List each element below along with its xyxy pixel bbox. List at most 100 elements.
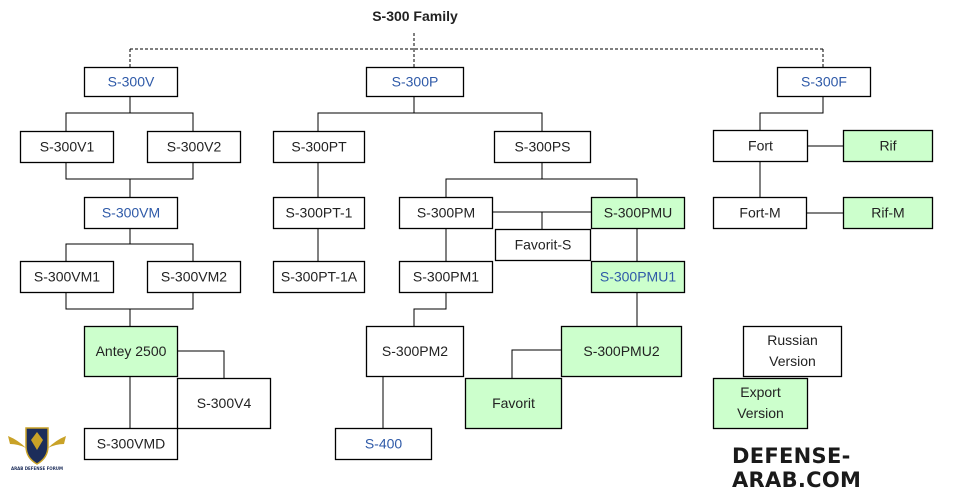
node-s300v1: S-300V1 (19, 130, 115, 164)
edge-s300v2-s300vm (130, 162, 194, 180)
node-s300vm: S-300VM (83, 196, 179, 230)
edge-s300ps-s300pm (445, 162, 543, 197)
node-label-s300pm2: S-300PM2 (382, 343, 448, 359)
node-label-s300v1: S-300V1 (40, 139, 95, 155)
edge-s300pmu2-favorit (511, 349, 561, 378)
diagram-title: S-300 Family (372, 8, 458, 24)
node-box-s300vmd (83, 427, 179, 461)
node-fort: Fort (712, 129, 809, 163)
node-label-s300p: S-300P (392, 74, 439, 90)
node-label-s300pt1: S-300PT-1 (286, 205, 353, 221)
family-dashed-connectors (129, 33, 824, 67)
edge-s300ps-s300pmu (542, 178, 638, 197)
node-label-s300v2: S-300V2 (167, 139, 222, 155)
legend-label-legend_russian-1: Version (769, 353, 816, 369)
node-s400: S-400 (334, 427, 433, 461)
s300-family-tree: S-300V S-300P S-300F S-300V1 S-300V2 S-300PT S… (19, 33, 934, 461)
node-box-antey (83, 325, 179, 378)
eagle-shield-emblem-icon: ARAB DEFENSE FORUM (8, 427, 66, 471)
node-box-s300pm2 (365, 325, 465, 378)
node-label-s300v4: S-300V4 (197, 395, 252, 411)
node-s300v2: S-300V2 (146, 130, 242, 164)
connector-lines (65, 96, 843, 428)
node-s300v: S-300V (83, 66, 179, 98)
node-s300vm2: S-300VM2 (146, 260, 242, 294)
node-label-s300pmu1: S-300PMU1 (600, 269, 676, 285)
node-label-s300pt1a: S-300PT-1A (281, 269, 358, 285)
node-box-s300vm2 (146, 260, 242, 294)
node-box-s300f (776, 66, 872, 98)
edge-s300v-s300v1 (65, 96, 131, 131)
node-label-s300pm: S-300PM (417, 205, 475, 221)
edge-antey-s300v4 (177, 350, 225, 378)
svg-text:ARAB DEFENSE FORUM: ARAB DEFENSE FORUM (11, 466, 63, 471)
legend-label-legend_russian-0: Russian (767, 332, 818, 348)
node-favorit: Favorit (464, 377, 563, 430)
node-label-fort: Fort (748, 138, 773, 154)
node-rif: Rif (842, 129, 934, 163)
node-box-favorits (494, 228, 592, 262)
nodes: S-300V S-300P S-300F S-300V1 S-300V2 S-300PT S… (19, 66, 934, 461)
node-s300pm1: S-300PM1 (398, 260, 494, 294)
legend-box-legend_export (712, 377, 809, 430)
node-s300ps: S-300PS (493, 130, 592, 164)
node-box-s400 (334, 427, 433, 461)
legend-label-legend_export-1: Version (737, 405, 784, 421)
node-box-s300p (365, 66, 465, 98)
node-label-fortm: Fort-M (739, 205, 780, 221)
node-label-rif: Rif (879, 138, 896, 154)
legend-label-legend_export-0: Export (740, 384, 781, 400)
node-label-s400: S-400 (365, 436, 403, 452)
node-s300v4: S-300V4 (176, 377, 272, 430)
node-box-s300pt (272, 130, 366, 164)
node-box-s300pmu1 (590, 260, 686, 294)
node-box-s300vm (83, 196, 179, 230)
watermark-text: DEFENSE-ARAB.COM (732, 444, 862, 492)
node-s300f: S-300F (776, 66, 872, 98)
node-label-s300f: S-300F (801, 74, 847, 90)
node-antey: Antey 2500 (83, 325, 179, 378)
legend-box-legend_russian (742, 325, 843, 378)
node-box-s300v4 (176, 377, 272, 430)
node-box-s300vm1 (19, 260, 115, 294)
edge-s300f-fort (759, 96, 824, 130)
node-fortm: Fort-M (712, 196, 808, 230)
node-label-s300vm2: S-300VM2 (161, 269, 227, 285)
node-label-s300vmd: S-300VMD (97, 436, 165, 452)
node-label-favorits: Favorit-S (515, 237, 572, 253)
edge-s300v-s300v2 (130, 112, 194, 131)
node-box-s300ps (493, 130, 592, 164)
node-label-rifm: Rif-M (871, 205, 904, 221)
node-label-s300pmu: S-300PMU (604, 205, 672, 221)
node-box-favorit (464, 377, 563, 430)
edge-s300p-s300ps (414, 112, 543, 131)
node-label-s300pm1: S-300PM1 (413, 269, 479, 285)
edge-s300vm-s300vm2 (130, 243, 194, 261)
node-label-s300pmu2: S-300PMU2 (583, 343, 659, 359)
node-label-s300vm: S-300VM (102, 205, 160, 221)
edge-s300pm1-s300pm2 (413, 292, 447, 326)
node-label-antey: Antey 2500 (96, 343, 167, 359)
node-box-s300pt1a (272, 260, 366, 294)
node-s300p: S-300P (365, 66, 465, 98)
node-box-s300pmu2 (560, 325, 683, 378)
node-box-fortm (712, 196, 808, 230)
node-box-s300pm1 (398, 260, 494, 294)
node-s300pmu2: S-300PMU2 (560, 325, 683, 378)
node-box-s300pmu (590, 196, 686, 230)
node-box-s300pt1 (272, 196, 366, 230)
edge-s300v1-s300vm (65, 162, 131, 197)
node-box-s300v2 (146, 130, 242, 164)
node-s300vmd: S-300VMD (83, 427, 179, 461)
node-rifm: Rif-M (842, 196, 934, 230)
node-label-s300ps: S-300PS (514, 139, 570, 155)
node-label-s300vm1: S-300VM1 (34, 269, 100, 285)
node-s300pt: S-300PT (272, 130, 366, 164)
node-box-s300v1 (19, 130, 115, 164)
edge-s300vm2-antey (130, 292, 194, 310)
node-s300pmu1: S-300PMU1 (590, 260, 686, 294)
edge-s300vm-s300vm1 (65, 228, 131, 261)
